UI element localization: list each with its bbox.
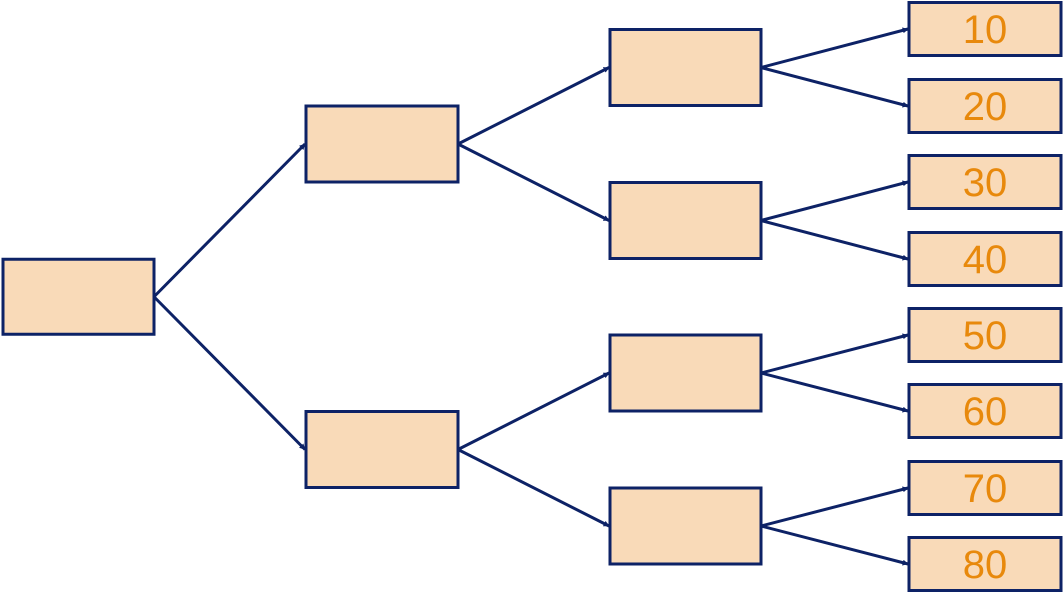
node-box <box>907 383 1063 439</box>
tree-node <box>304 410 460 489</box>
tree-node <box>608 28 763 107</box>
node-box <box>907 307 1063 363</box>
node-box <box>608 28 763 107</box>
leaf-value-label: 30 <box>963 161 1008 205</box>
node-box <box>608 333 763 413</box>
leaf-node: 50 <box>907 307 1063 363</box>
node-box <box>1 257 156 336</box>
edge-arrow <box>152 142 307 298</box>
node-box <box>304 104 460 184</box>
edge-arrow <box>760 219 909 261</box>
leaf-value-label: 20 <box>963 85 1008 129</box>
edge-arrow <box>760 27 909 69</box>
edge-arrow <box>760 333 909 375</box>
leaf-value-label: 60 <box>963 390 1008 434</box>
root-node <box>1 257 156 336</box>
node-box <box>907 231 1063 287</box>
node-box <box>608 486 763 566</box>
edges <box>152 27 909 566</box>
leaf-value-label: 10 <box>963 8 1008 52</box>
leaf-node: 20 <box>907 78 1063 134</box>
edge-arrow <box>760 486 909 528</box>
node-box <box>907 78 1063 134</box>
node-box <box>907 460 1063 516</box>
node-box <box>304 410 460 489</box>
leaf-value-label: 40 <box>963 238 1008 282</box>
leaf-value-label: 80 <box>963 543 1008 587</box>
leaf-node: 40 <box>907 231 1063 287</box>
edge-arrow <box>760 371 909 413</box>
edge-arrow <box>457 142 610 222</box>
node-box <box>907 1 1063 57</box>
leaf-node: 80 <box>907 536 1063 592</box>
edge-arrow <box>457 448 610 528</box>
edge-arrow <box>760 180 909 222</box>
leaf-value-label: 50 <box>963 314 1008 358</box>
edge-arrow <box>457 371 610 451</box>
leaf-node: 60 <box>907 383 1063 439</box>
tree-node <box>608 181 763 260</box>
leaf-node: 10 <box>907 1 1063 57</box>
edge-arrow <box>457 66 610 146</box>
edge-arrow <box>152 295 307 451</box>
edge-arrow <box>760 524 909 566</box>
node-box <box>907 154 1063 210</box>
leaf-value-label: 70 <box>963 467 1008 511</box>
leaf-node: 30 <box>907 154 1063 210</box>
tree-node <box>608 486 763 566</box>
tree-node <box>304 104 460 184</box>
node-box <box>608 181 763 260</box>
leaf-node: 70 <box>907 460 1063 516</box>
tree-node <box>608 333 763 413</box>
node-box <box>907 536 1063 592</box>
edge-arrow <box>760 66 909 108</box>
